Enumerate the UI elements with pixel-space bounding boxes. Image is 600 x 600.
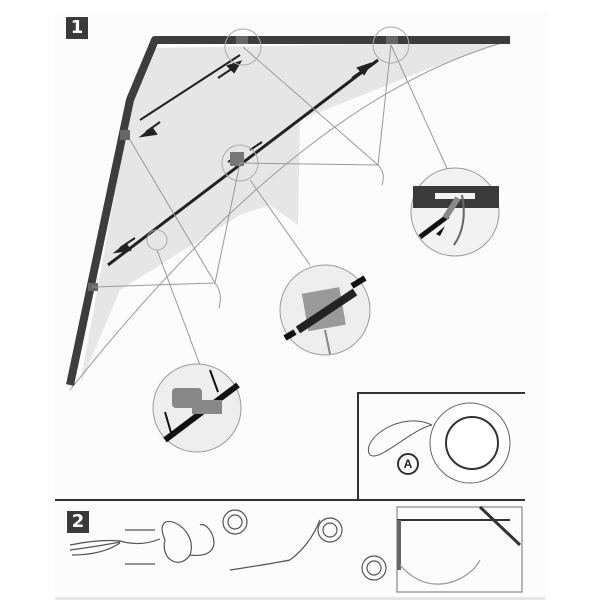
page-bottom-edge [55, 597, 545, 600]
inset-line-reel [55, 392, 525, 501]
push-arrows [112, 60, 373, 254]
kite-sail [80, 42, 505, 385]
bridle-lines [91, 44, 451, 366]
inset-center-tee [279, 264, 371, 356]
upper-spreader [139, 54, 241, 121]
step-1-badge: 1 [66, 17, 88, 39]
callout-top-right [372, 26, 410, 64]
inset-top-fitting [410, 167, 500, 257]
step2-diagram [69, 505, 523, 593]
callout-top-left [224, 28, 262, 66]
trailing-edge [69, 41, 506, 391]
leading-edge-spar [66, 36, 510, 386]
inset-lower-standoff [152, 363, 242, 453]
step-2-badge: 2 [67, 511, 89, 533]
reel-label-a: A [397, 453, 419, 475]
